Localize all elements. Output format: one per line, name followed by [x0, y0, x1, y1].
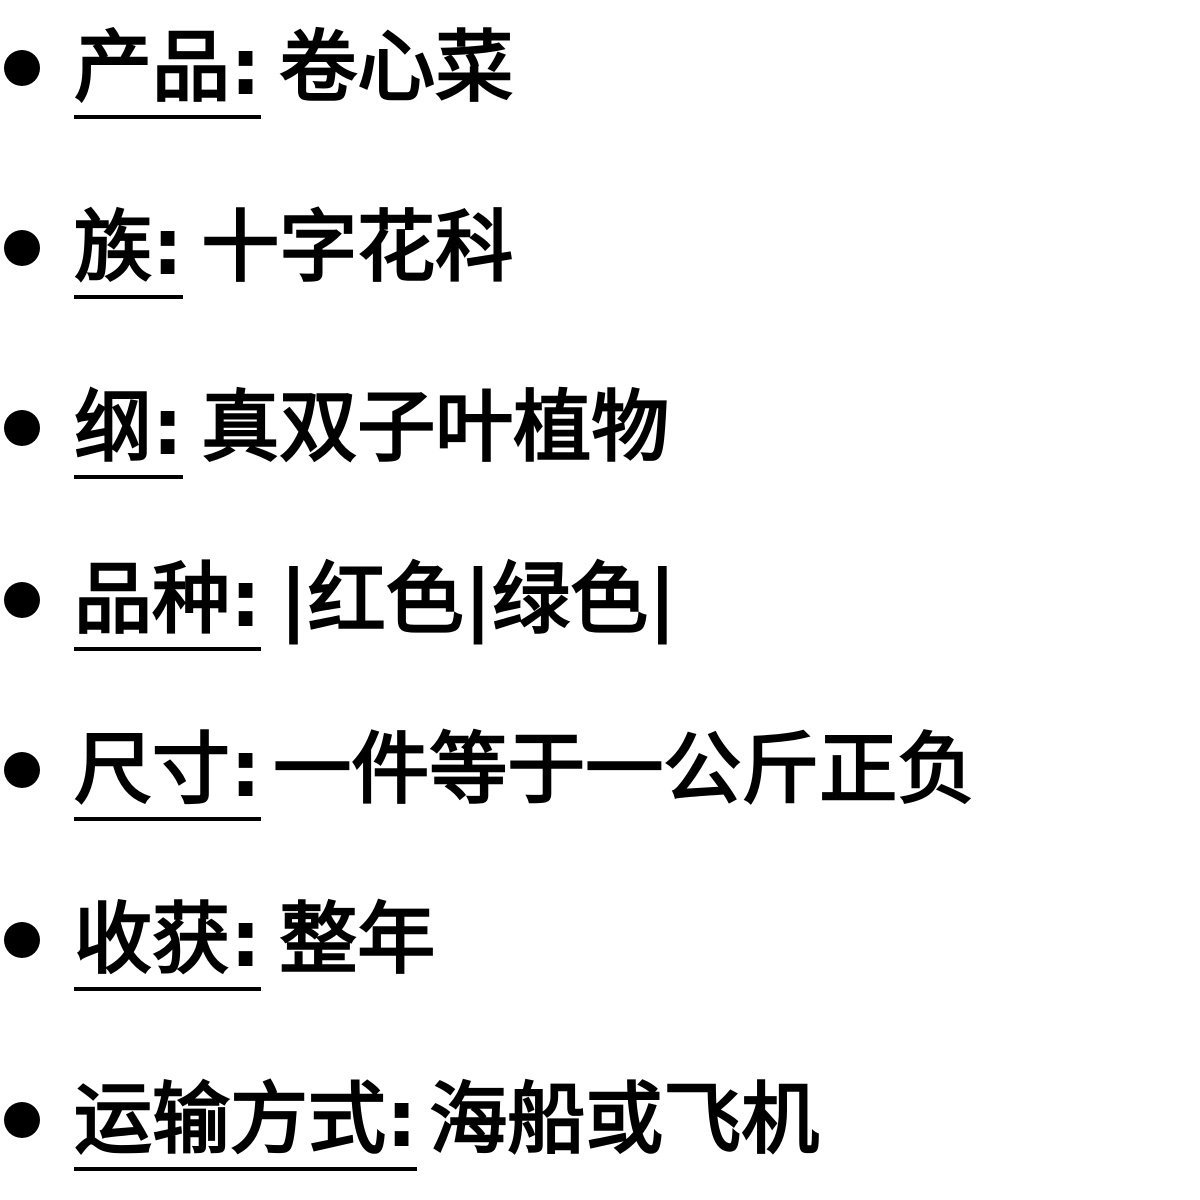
list-item-variety: 品种: |红色|绿色|	[0, 540, 677, 660]
item-label: 收获:	[74, 901, 262, 991]
list-item-size: 尺寸: 一件等于一公斤正负	[0, 710, 975, 830]
bullet-icon	[4, 410, 40, 446]
item-label: 尺寸:	[74, 731, 262, 821]
item-label: 品种:	[74, 561, 262, 651]
item-label: 族:	[74, 209, 184, 299]
item-label: 运输方式:	[74, 1081, 418, 1171]
list-item-family: 族: 十字花科	[0, 188, 513, 308]
bullet-icon	[4, 50, 40, 86]
bullet-icon	[4, 752, 40, 788]
list-item-shipping: 运输方式: 海船或飞机	[0, 1060, 819, 1180]
bullet-icon	[4, 922, 40, 958]
item-value: 十字花科	[201, 203, 514, 293]
bullet-icon	[4, 1102, 40, 1138]
item-value: 整年	[279, 895, 436, 985]
list-item-class: 纲: 真双子叶植物	[0, 368, 669, 488]
item-value: 真双子叶植物	[201, 383, 670, 473]
bullet-icon	[4, 582, 40, 618]
item-value: 一件等于一公斤正负	[273, 725, 976, 815]
item-value: 海船或飞机	[429, 1075, 820, 1165]
list-item-product: 产品: 卷心菜	[0, 8, 513, 128]
bullet-icon	[4, 230, 40, 266]
list-item-harvest: 收获: 整年	[0, 880, 435, 1000]
item-value: |红色|绿色|	[279, 555, 677, 645]
item-label: 产品:	[74, 29, 262, 119]
item-value: 卷心菜	[279, 23, 514, 113]
item-label: 纲:	[74, 389, 184, 479]
